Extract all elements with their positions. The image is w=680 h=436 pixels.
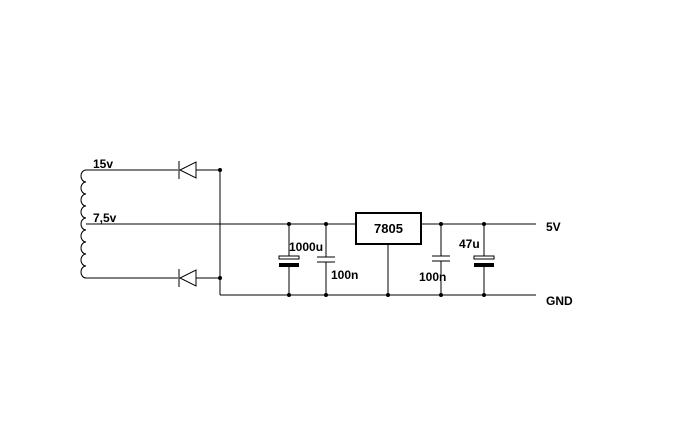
transformer-winding — [80, 169, 87, 279]
ground-rail — [220, 293, 536, 297]
label-gnd: GND — [546, 294, 573, 308]
diode-bus — [218, 168, 222, 295]
label-47u: 47u — [459, 237, 480, 251]
label-regulator: 7805 — [374, 221, 403, 236]
output-rail — [421, 222, 536, 226]
capacitor-47u — [473, 224, 495, 295]
label-1000u: 1000u — [289, 240, 323, 254]
diode-bottom — [178, 269, 220, 287]
regulator-7805 — [355, 212, 422, 295]
center-tap-rail — [86, 222, 356, 226]
capacitor-100n-output — [432, 224, 450, 295]
capacitor-100n-input — [317, 224, 335, 295]
label-7-5v: 7,5v — [93, 211, 117, 225]
label-5v: 5V — [546, 220, 561, 234]
diode-top — [178, 161, 220, 179]
label-100n-input: 100n — [331, 268, 358, 282]
label-100n-output: 100n — [419, 270, 446, 284]
capacitor-1000u — [278, 224, 300, 295]
label-15v: 15v — [93, 157, 113, 171]
